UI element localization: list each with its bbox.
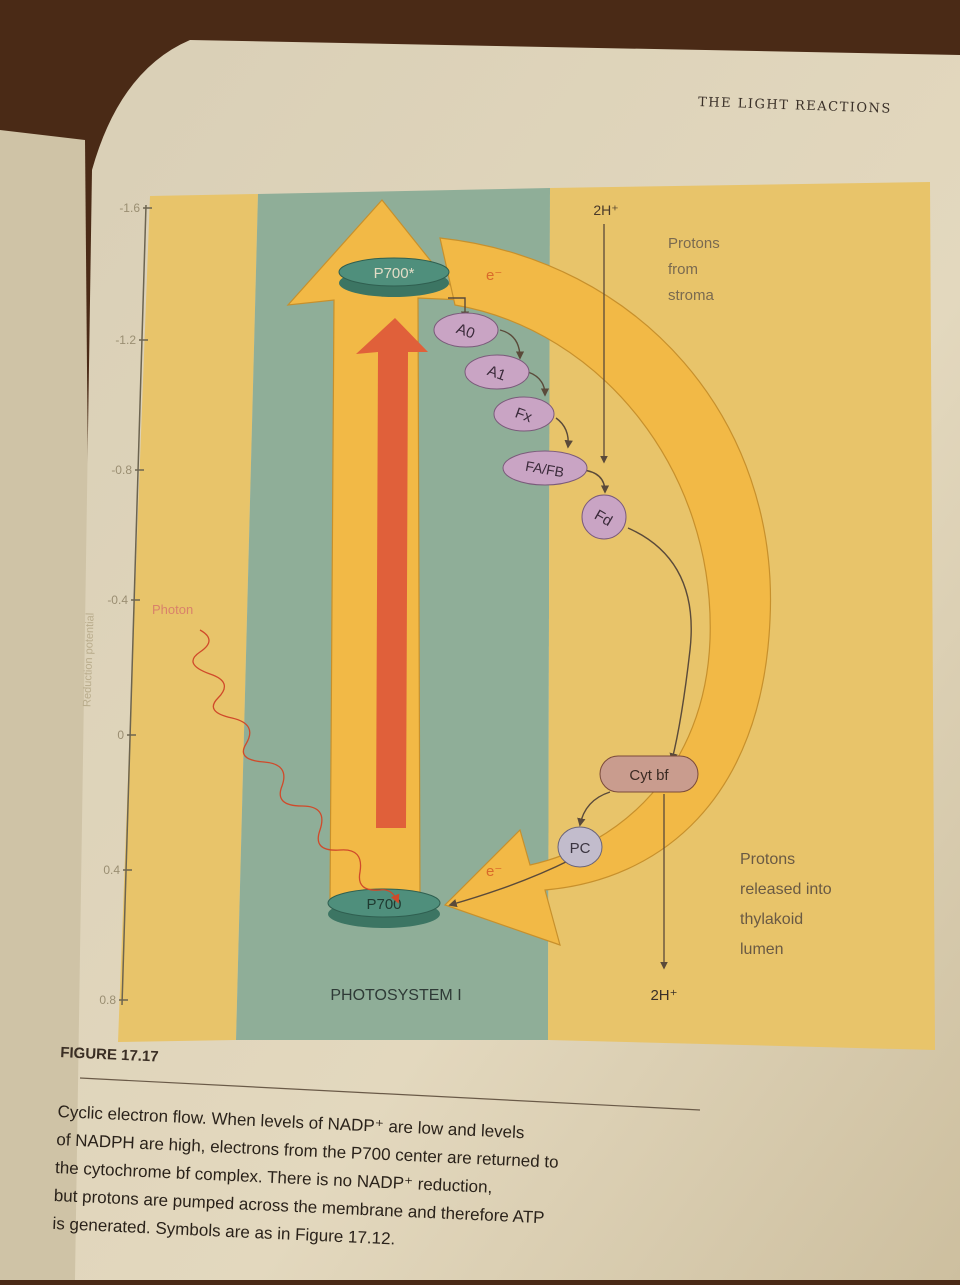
electron-label-top: e⁻ [486,267,502,284]
carrier-connectors [448,297,692,908]
axis-title: Reduction potential [81,613,96,708]
axis-tick-label: 0.4 [103,863,120,877]
potential-axis: -1.6 -1.2 -0.8 -0.4 0 0.4 0.8 Reduction … [81,201,152,1007]
axis-tick-label: 0 [117,728,124,742]
svg-text:thylakoid: thylakoid [740,911,803,928]
figure-panel [79,182,935,1111]
figure-number: FIGURE 17.17 [60,1044,159,1065]
carrier-a1: A1 [464,354,530,390]
axis-tick-label: -0.8 [111,463,132,477]
p700-ground-center: P700 [327,888,441,928]
electron-label-bottom: e⁻ [486,863,502,880]
carrier-fafb: FA/FB [502,450,588,486]
p700-excited-center: P700* [338,257,450,297]
svg-text:released into: released into [740,881,832,898]
svg-text:stroma: stroma [668,287,715,304]
running-header: THE LIGHT REACTIONS [698,95,892,117]
p700-excited-label: P700* [374,265,415,282]
proton-flow: 2H⁺ 2H⁺ [593,202,677,1004]
svg-text:Cyt bf: Cyt bf [629,767,669,784]
svg-text:A1: A1 [485,362,508,384]
connector-a1-fx [527,371,550,397]
connector-cyt-pc [577,791,611,827]
svg-text:Protons: Protons [740,851,795,868]
svg-text:A0: A0 [454,320,477,342]
protons-in-label: 2H⁺ [593,202,618,218]
carrier-fd: Fd [581,494,627,540]
caption-rule [79,1077,701,1111]
carrier-pc: PC [557,826,603,868]
connector-p700-a0 [448,297,470,320]
photosystem-label: PHOTOSYSTEM I [330,987,461,1004]
energy-red-arrow [356,318,428,828]
svg-text:PC: PC [570,840,591,857]
connector-fd-cyt [627,527,692,762]
lumen-annotation: Protons released into thylakoid lumen [740,851,832,958]
photon-wave [192,629,400,904]
svg-text:FA/FB: FA/FB [524,458,565,481]
svg-text:Protons: Protons [668,235,720,252]
connector-pc-p700 [448,859,571,908]
axis-tick-label: -0.4 [107,593,128,607]
svg-text:from: from [668,261,698,278]
stroma-band-left [118,194,258,1042]
connector-fx-fafb [555,417,573,449]
carrier-cyt-bf: Cyt bf [599,755,699,793]
photon-label: Photon [152,602,193,617]
connector-a0-a1 [499,329,525,360]
protons-out-label: 2H⁺ [650,987,677,1004]
axis-line [121,204,147,1006]
carrier-a0: A0 [433,312,499,348]
axis-tick-label: 0.8 [99,993,116,1007]
svg-text:lumen: lumen [740,941,784,958]
carrier-fx: Fx [493,396,555,432]
svg-text:Fd: Fd [591,507,615,530]
axis-tick-label: -1.2 [115,333,136,347]
axis-tick-label: -1.6 [119,201,140,215]
excitation-arrow [286,199,464,906]
stroma-annotation: Protons from stroma [668,235,720,304]
svg-text:Fx: Fx [513,405,535,427]
left-page [0,130,95,1280]
